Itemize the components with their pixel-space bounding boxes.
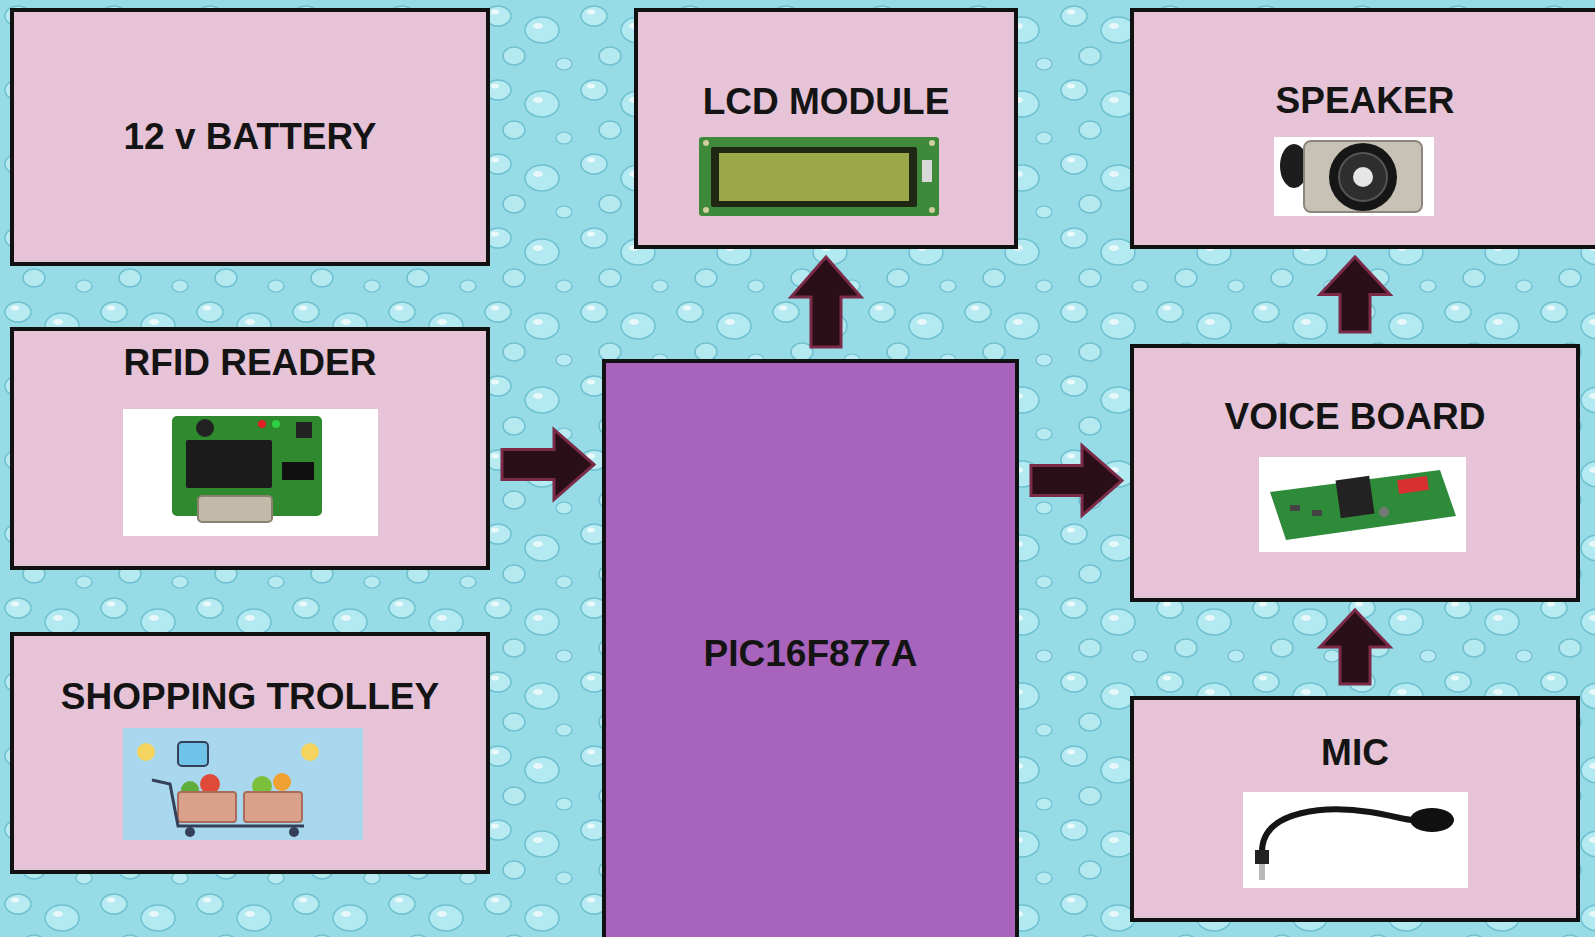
speaker-frame bbox=[1304, 141, 1422, 212]
trolley-picture bbox=[123, 728, 363, 840]
block-label: RFID READER bbox=[116, 341, 385, 385]
rfid-photo-ground bbox=[123, 409, 378, 536]
rfid-led bbox=[272, 420, 280, 428]
block-arrow bbox=[791, 257, 861, 347]
trolley-wheel bbox=[185, 827, 195, 837]
lcd-hole bbox=[703, 140, 709, 146]
speaker-cone bbox=[1329, 143, 1397, 211]
rfid-regulator bbox=[296, 422, 312, 438]
sticker bbox=[137, 743, 155, 761]
voice-board-picture bbox=[1259, 457, 1466, 552]
block-arrow bbox=[502, 430, 594, 500]
mic-picture bbox=[1243, 792, 1468, 888]
rfid-module bbox=[186, 440, 272, 488]
lcd-bezel bbox=[711, 147, 917, 207]
mic-photo-ground bbox=[1243, 792, 1468, 888]
block-box: 12 v BATTERY bbox=[10, 8, 490, 266]
lcd-pcb bbox=[699, 137, 939, 216]
block-label: VOICE BOARD bbox=[1216, 395, 1493, 439]
speaker-magnet bbox=[1280, 144, 1308, 188]
voice-pcb bbox=[1270, 470, 1456, 540]
block-label: SHOPPING TROLLEY bbox=[53, 675, 447, 719]
block-label: PIC16F877A bbox=[696, 632, 926, 676]
sticker bbox=[301, 743, 319, 761]
block-box: LCD MODULE bbox=[634, 8, 1018, 249]
mic-boom bbox=[1262, 810, 1414, 852]
vegetable bbox=[200, 774, 220, 794]
rfid-connector bbox=[198, 496, 272, 522]
block-label: LCD MODULE bbox=[695, 80, 958, 124]
block-box: RFID READER bbox=[10, 327, 490, 570]
block-arrow bbox=[1320, 610, 1390, 684]
lcd-hole bbox=[929, 140, 935, 146]
block-arrow bbox=[1031, 446, 1122, 516]
voice-chip bbox=[1336, 476, 1375, 518]
speaker-ring bbox=[1339, 153, 1387, 201]
block-box: SPEAKER bbox=[1130, 8, 1595, 249]
speaker-dome bbox=[1353, 167, 1373, 187]
vegetable bbox=[273, 773, 291, 791]
block-label: 12 v BATTERY bbox=[116, 115, 385, 159]
lcd-hole bbox=[703, 207, 709, 213]
voice-component bbox=[1312, 510, 1322, 516]
block-label: SPEAKER bbox=[1268, 79, 1463, 123]
speaker-picture bbox=[1274, 137, 1434, 216]
mic-foam bbox=[1410, 808, 1454, 832]
voice-photo-ground bbox=[1259, 457, 1466, 552]
voice-dip-switch bbox=[1397, 476, 1429, 494]
block-box: SHOPPING TROLLEY bbox=[10, 632, 490, 874]
block-label: MIC bbox=[1313, 731, 1397, 775]
trolley-basket bbox=[244, 792, 302, 822]
trolley-photo-ground bbox=[123, 728, 363, 840]
mic-plug bbox=[1255, 850, 1269, 864]
block-box: VOICE BOARD bbox=[1130, 344, 1580, 602]
trolley-wheel bbox=[289, 827, 299, 837]
lcd-picture bbox=[699, 137, 939, 216]
vegetable bbox=[252, 776, 272, 796]
lcd-hole bbox=[929, 207, 935, 213]
lcd-display bbox=[719, 153, 909, 201]
trolley-mascot bbox=[178, 742, 208, 766]
vegetable bbox=[181, 781, 199, 799]
rfid-led bbox=[258, 420, 266, 428]
trolley-basket bbox=[178, 792, 236, 822]
mic-jack bbox=[1259, 864, 1265, 880]
lcd-component bbox=[922, 160, 932, 182]
trolley-frame bbox=[152, 780, 304, 826]
block-box: MIC bbox=[1130, 696, 1580, 922]
speaker-photo-ground bbox=[1274, 137, 1434, 216]
rfid-buzzer bbox=[196, 419, 214, 437]
voice-component bbox=[1379, 507, 1389, 517]
rfid-chip bbox=[282, 462, 314, 480]
rfid-picture bbox=[123, 409, 378, 536]
rfid-pcb bbox=[172, 416, 322, 516]
block-arrow bbox=[1320, 257, 1390, 332]
voice-component bbox=[1290, 505, 1300, 511]
block-box: PIC16F877A bbox=[602, 359, 1019, 937]
